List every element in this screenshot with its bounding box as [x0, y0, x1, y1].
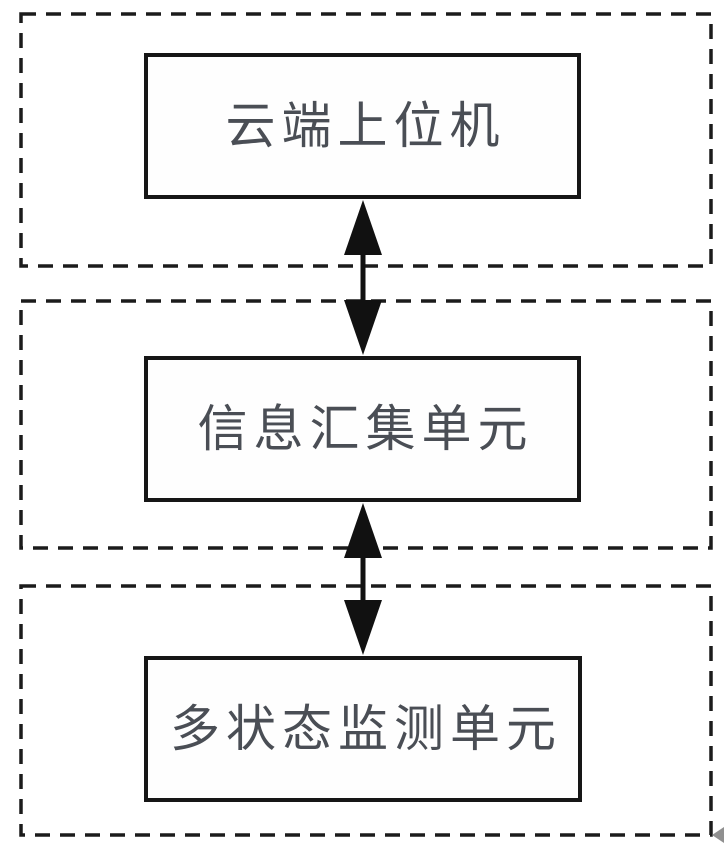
dashed-region-top [19, 12, 713, 268]
edge-artifact-mark [712, 827, 724, 843]
block-cloud-host: 云端上位机 [144, 53, 581, 199]
arrowhead-up-icon [344, 503, 382, 558]
arrowhead-down-icon [344, 600, 382, 655]
block-cloud-host-label: 云端上位机 [225, 98, 506, 154]
block-multi-state-monitoring-unit: 多状态监测单元 [144, 656, 582, 802]
double-arrow-top [344, 200, 382, 355]
block-multi-state-monitoring-unit-label: 多状态监测单元 [170, 701, 562, 757]
arrowhead-up-icon [344, 200, 382, 255]
dashed-region-bottom [19, 584, 713, 837]
block-info-aggregation-unit: 信息汇集单元 [144, 356, 581, 502]
double-arrow-bottom [344, 503, 382, 655]
arrowhead-down-icon [344, 300, 382, 355]
block-info-aggregation-unit-label: 信息汇集单元 [197, 401, 534, 457]
